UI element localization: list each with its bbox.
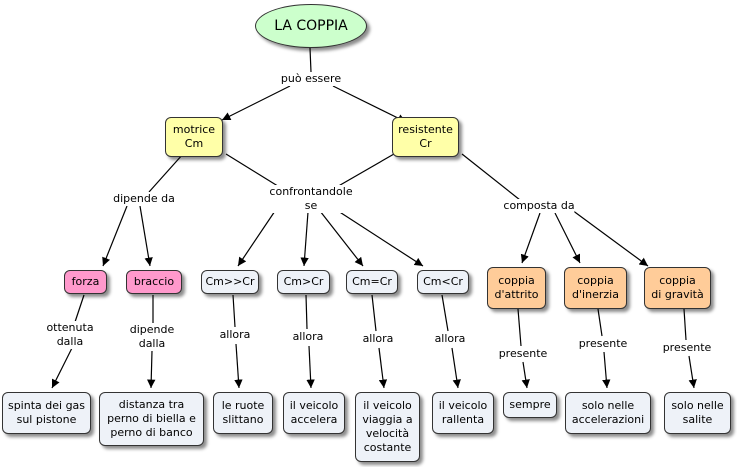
connector-line: [597, 308, 603, 337]
connector-line: [147, 350, 156, 389]
connector-line: [378, 347, 388, 389]
velocita-costante-node[interactable]: il veicolo viaggia a velocità costante: [355, 392, 420, 462]
connector-line: [521, 361, 530, 389]
connector-line: [571, 209, 649, 267]
link-allora-2: allora: [292, 330, 324, 344]
link-presente-1: presente: [498, 347, 548, 361]
connector-line: [234, 343, 243, 389]
accelerazioni-node[interactable]: solo nelle accelerazioni: [565, 392, 651, 434]
coppia-attrito-node[interactable]: coppia d'attrito: [487, 267, 546, 309]
connector-line: [332, 85, 407, 123]
connector-line: [221, 85, 291, 121]
connector-line: [73, 294, 85, 326]
coppia-inerzia-node[interactable]: coppia d'inerzia: [564, 267, 627, 309]
forza-node[interactable]: forza: [64, 270, 107, 294]
link-dipende-da: dipende da: [113, 192, 175, 206]
link-allora-3: allora: [362, 332, 394, 346]
connector-line: [371, 294, 377, 332]
connector-line: [225, 153, 282, 189]
root-concept-node[interactable]: LA COPPIA: [255, 4, 367, 48]
distanza-node[interactable]: distanza tra perno di biella e perno di …: [99, 392, 204, 446]
salite-node[interactable]: solo nelle salite: [664, 392, 731, 434]
connector-line: [306, 345, 315, 389]
connector-line: [602, 351, 611, 389]
connector-line: [237, 210, 276, 267]
ruote-slittano-node[interactable]: le ruote slittano: [213, 392, 273, 434]
cm-greater-node[interactable]: Cm>Cr: [277, 270, 330, 294]
connector-line: [51, 347, 73, 389]
link-presente-3: presente: [662, 341, 712, 355]
connector-line: [309, 47, 312, 73]
connector-line: [554, 212, 581, 264]
braccio-node[interactable]: braccio: [126, 270, 182, 294]
motrice-node[interactable]: motrice Cm: [165, 117, 223, 157]
cm-equal-node[interactable]: Cm=Cr: [346, 270, 398, 294]
veicolo-rallenta-node[interactable]: il veicolo rallenta: [432, 392, 494, 434]
link-allora-1: allora: [219, 328, 251, 342]
connector-line: [102, 205, 128, 267]
spinta-node[interactable]: spinta dei gas sul pistone: [2, 392, 91, 434]
sempre-node[interactable]: sempre: [503, 392, 557, 418]
coppia-gravita-node[interactable]: coppia di gravità: [644, 267, 711, 309]
connector-line: [683, 308, 687, 341]
cm-much-greater-node[interactable]: Cm>>Cr: [201, 270, 259, 294]
connector-line: [451, 347, 461, 389]
connector-line: [461, 153, 521, 201]
link-dipende-dalla: dipende dalla: [129, 323, 175, 351]
resistente-node[interactable]: resistente Cr: [392, 117, 459, 157]
connector-line: [148, 153, 184, 193]
connector-line: [688, 355, 697, 389]
connector-line: [319, 210, 364, 267]
connector-line: [139, 205, 153, 267]
connector-line: [334, 208, 424, 267]
veicolo-accelera-node[interactable]: il veicolo accelera: [283, 392, 345, 434]
connector-line: [520, 212, 541, 264]
link-presente-2: presente: [578, 337, 628, 351]
link-composta-da: composta da: [503, 199, 575, 213]
connector-line: [334, 153, 395, 189]
connector-line: [232, 294, 236, 328]
connector-line: [441, 294, 449, 332]
link-allora-4: allora: [434, 332, 466, 346]
link-ottenuta-dalla: ottenuta dalla: [46, 321, 94, 349]
connector-line: [305, 294, 308, 330]
link-confrontandole-se: confrontandole se: [269, 185, 353, 213]
connector-line: [517, 308, 522, 347]
cm-less-node[interactable]: Cm<Cr: [417, 270, 469, 294]
connector-line: [300, 211, 309, 267]
link-puo-essere: può essere: [280, 72, 342, 86]
